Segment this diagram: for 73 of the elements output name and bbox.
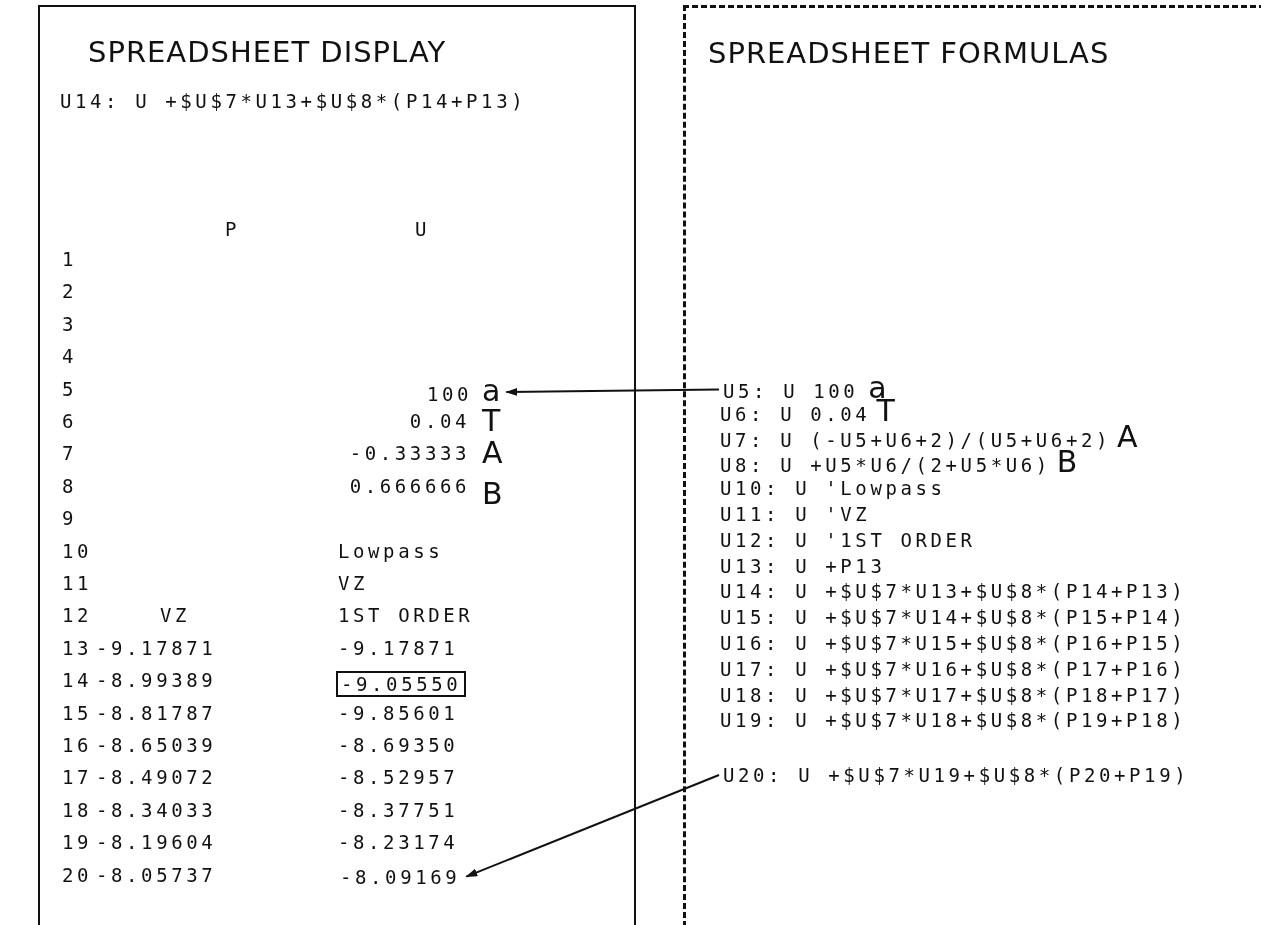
symbol-letter: A <box>1117 418 1138 454</box>
cell-text: 10 <box>62 539 93 562</box>
column-header: U <box>415 218 431 240</box>
cell-text: 14 <box>62 669 93 692</box>
cell-text: 5 <box>62 377 78 400</box>
formula-text: U16: U +$U$7*U15+$U$8*(P16+P15) <box>720 632 1187 654</box>
symbol-letter: a <box>482 372 501 408</box>
cell-text: 0.04 <box>409 410 470 432</box>
formula-text: U11: U 'VZ <box>720 503 871 525</box>
cell-text: 16 <box>62 734 93 756</box>
formula-text: U5: U 100 <box>723 380 859 402</box>
cell-text: Lowpass <box>338 539 444 562</box>
cell-value: 100 <box>426 382 472 405</box>
cell-text: -0.33333 <box>349 442 470 465</box>
column-header: P <box>225 218 241 240</box>
formula-text: U14: U +$U$7*U13+$U$8*(P14+P13) <box>60 90 527 112</box>
cell-text: -8.23174 <box>338 831 459 854</box>
cell-text: -8.69350 <box>338 734 459 756</box>
arrow <box>465 774 720 878</box>
panel-title: SPREADSHEET FORMULAS <box>708 36 1110 70</box>
cell-text: 13 <box>62 636 93 659</box>
symbol-letter: A <box>482 442 503 465</box>
arrow <box>505 387 720 396</box>
cell-text: -8.37751 <box>338 798 459 821</box>
cell-text: 18 <box>62 798 93 821</box>
cell-text: 6 <box>62 410 78 432</box>
formula-text: U19: U +$U$7*U18+$U$8*(P19+P18) <box>720 709 1187 732</box>
cell-text: 3 <box>62 312 78 335</box>
cell-text: 8 <box>62 474 78 497</box>
cell-text: -8.81787 <box>96 701 217 724</box>
cell-text: 17 <box>62 766 93 789</box>
cell-value: -8.09169 <box>340 865 461 888</box>
cell-text: 11 <box>62 572 93 594</box>
formula-text: U17: U +$U$7*U16+$U$8*(P17+P16) <box>720 657 1187 680</box>
cell-text: 2 <box>62 280 78 303</box>
formula-text: U10: U 'Lowpass <box>720 477 946 500</box>
cell-text: 1 <box>62 248 78 270</box>
symbol-letter: B <box>482 482 503 505</box>
symbol-letter: T <box>482 410 501 432</box>
formula-text: U8: U +U5*U6/(2+U5*U6) <box>720 454 1051 477</box>
cell-text: -8.49072 <box>96 766 217 789</box>
cell-text: 0.666666 <box>349 474 470 497</box>
cell-text: 7 <box>62 442 78 465</box>
formula-text: U6: U 0.04 <box>720 402 871 425</box>
formula-text: U7: U (-U5+U6+2)/(U5+U6+2) <box>720 428 1111 451</box>
cell-text: VZ <box>338 572 369 594</box>
formula-text: U20: U +$U$7*U19+$U$8*(P20+P19) <box>723 764 1190 786</box>
cell-text: -8.99389 <box>96 669 217 692</box>
formula-text: U12: U '1ST ORDER <box>720 528 976 551</box>
cell-text: -8.34033 <box>96 798 217 821</box>
cell-text: 9 <box>62 507 78 530</box>
highlighted-cell: -9.05550 <box>336 671 467 698</box>
cell-text: 1ST ORDER <box>338 604 474 627</box>
cell-text: -8.65039 <box>96 734 217 756</box>
formula-text: U15: U +$U$7*U14+$U$8*(P15+P14) <box>720 606 1187 629</box>
panel-title: SPREADSHEET DISPLAY <box>88 35 447 69</box>
dashed-panel-frame <box>683 5 1261 925</box>
cell-text: 15 <box>62 701 93 724</box>
cell-text: 19 <box>62 831 93 854</box>
formula-text: U14: U +$U$7*U13+$U$8*(P14+P13) <box>720 580 1187 603</box>
cell-text: 20 <box>62 863 93 886</box>
formula-text: U13: U +P13 <box>720 554 886 577</box>
cell-text: -8.19604 <box>96 831 217 854</box>
cell-text: -9.17871 <box>96 636 217 659</box>
cell-text: -9.17871 <box>338 636 459 659</box>
panel-frame <box>38 5 636 925</box>
cell-text: -8.05737 <box>96 863 217 886</box>
cell-text: VZ <box>160 604 191 627</box>
formula-text: U18: U +$U$7*U17+$U$8*(P18+P17) <box>720 683 1187 706</box>
cell-text: 12 <box>62 604 93 627</box>
cell-text: -8.52957 <box>338 766 459 789</box>
cell-text: -9.85601 <box>338 701 459 724</box>
cell-text: 4 <box>62 345 78 368</box>
